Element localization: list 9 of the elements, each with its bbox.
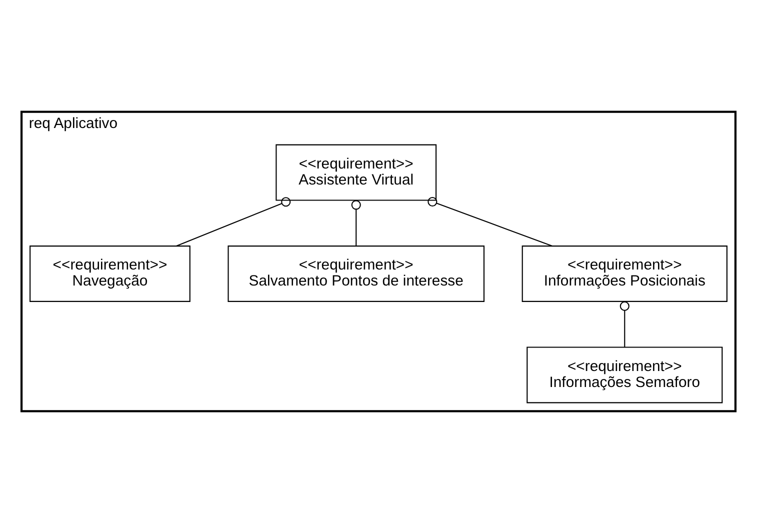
connector	[428, 196, 552, 246]
connector	[620, 300, 630, 347]
node-box: <<requirement>> Assistente Virtual	[276, 144, 437, 200]
node-box: <<requirement>> Salvamento Pontos de interesse	[228, 245, 485, 302]
node-box: <<requirement>> Informações Semaforo	[526, 346, 723, 403]
connector	[351, 200, 361, 246]
connector	[176, 196, 291, 246]
node-box: <<requirement>> Navegação	[30, 245, 190, 302]
node-box: <<requirement>> Informações Posicionais	[522, 245, 728, 302]
